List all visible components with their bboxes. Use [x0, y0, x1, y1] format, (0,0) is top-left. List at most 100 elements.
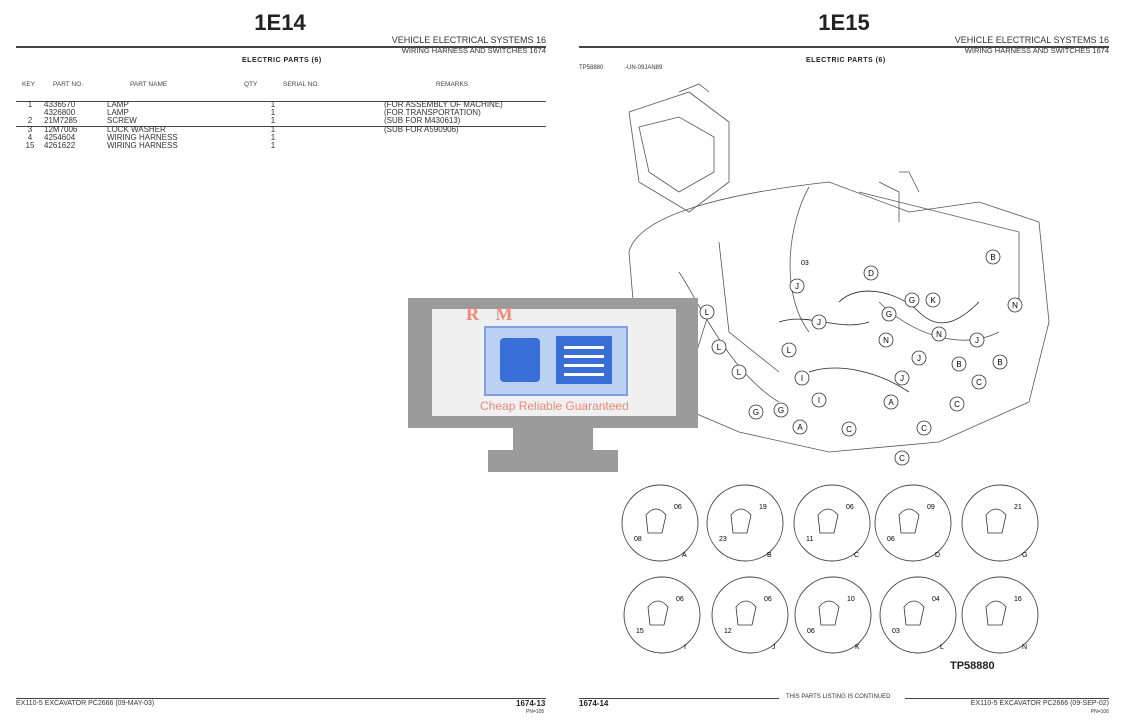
cell-remarks: (SUB FOR A590906)	[384, 124, 459, 134]
cell-serial	[304, 126, 384, 134]
cell-qty: 1	[270, 124, 276, 134]
svg-text:N: N	[936, 330, 942, 339]
right-page-title: 1E15	[818, 10, 870, 35]
cell-key: 1	[27, 100, 33, 109]
cell-key: 4	[27, 132, 33, 142]
col-key: KEY	[22, 81, 36, 88]
figure-label: TP58880	[950, 660, 995, 672]
detail-view-L: L 04 03	[879, 576, 957, 654]
svg-text:N: N	[1012, 301, 1018, 310]
svg-text:J: J	[795, 282, 799, 291]
svg-text:06: 06	[676, 596, 684, 603]
svg-text:03: 03	[892, 628, 900, 635]
callout-G: G	[773, 402, 789, 418]
right-section-title: ELECTRIC PARTS (6)	[806, 57, 886, 64]
svg-text:C: C	[846, 425, 852, 434]
callout-L: L	[731, 364, 747, 380]
left-header-subsection: WIRING HARNESS AND SWITCHES 1674	[401, 46, 546, 55]
callout-L: L	[781, 342, 797, 358]
svg-text:K: K	[930, 296, 936, 305]
svg-text:06: 06	[674, 504, 682, 511]
continued-note: THIS PARTS LISTING IS CONTINUED	[786, 694, 891, 700]
cell-key: 3	[27, 124, 33, 134]
svg-text:B: B	[956, 360, 961, 369]
svg-text:J: J	[900, 374, 904, 383]
svg-text:16: 16	[1014, 596, 1022, 603]
svg-text:09: 09	[927, 504, 935, 511]
callout-N: N	[878, 332, 894, 348]
svg-text:G: G	[753, 408, 759, 417]
cell-remarks: (SUB FOR M430613)	[384, 116, 461, 126]
svg-text:N: N	[883, 336, 889, 345]
cell-serial	[304, 134, 384, 142]
right-footer-model: EX110-5 EXCAVATOR PC2666 (09-SEP-02)	[970, 700, 1109, 707]
cell-part-no: 4326800	[44, 108, 76, 118]
right-header-section: VEHICLE ELECTRICAL SYSTEMS 16	[954, 35, 1109, 45]
svg-text:B: B	[997, 358, 1002, 367]
svg-text:06: 06	[887, 536, 895, 543]
svg-text:C: C	[854, 552, 859, 559]
callout-I: I	[811, 392, 827, 408]
callout-C: C	[841, 421, 857, 437]
svg-text:D: D	[868, 269, 874, 278]
svg-text:C: C	[976, 378, 982, 387]
cell-part-no: 21M7285	[44, 116, 78, 126]
cell-serial	[304, 142, 384, 150]
col-part-name: PART NAME	[130, 81, 168, 88]
callout-A: A	[883, 394, 899, 410]
cell-serial	[304, 109, 384, 117]
svg-text:I: I	[684, 644, 686, 651]
cell-qty: 1	[270, 141, 276, 151]
watermark-base	[488, 450, 618, 472]
watermark-logo-text: R M	[466, 304, 519, 324]
detail-view-G: G21	[961, 484, 1039, 562]
cell-name: LAMP	[107, 108, 129, 118]
figure-date: -UN-09JAN89	[625, 65, 663, 71]
cell-remarks: (FOR TRANSPORTATION)	[384, 108, 481, 118]
left-footer-page: 1674-13	[516, 699, 546, 708]
cell-remarks	[384, 142, 584, 150]
svg-text:J: J	[917, 354, 921, 363]
svg-text:L: L	[705, 308, 710, 317]
svg-text:K: K	[855, 644, 860, 651]
callout-J: J	[811, 314, 827, 330]
callout-L: L	[711, 339, 727, 355]
cell-name: WIRING HARNESS	[107, 141, 178, 151]
svg-text:L: L	[940, 644, 944, 651]
cell-remarks	[384, 134, 584, 142]
svg-text:11: 11	[806, 536, 813, 543]
cell-serial	[304, 117, 384, 125]
callout-J: J	[969, 332, 985, 348]
watermark-logo-icon	[484, 326, 628, 396]
left-footer-pn: PN=105	[526, 709, 545, 715]
cell-part-no: 4261622	[44, 141, 76, 151]
svg-text:04: 04	[932, 596, 940, 603]
svg-text:L: L	[787, 346, 792, 355]
callout-C: C	[916, 420, 932, 436]
watermark-stand	[513, 428, 593, 450]
cell-name: SCREW	[107, 116, 137, 126]
left-section-title: ELECTRIC PARTS (6)	[242, 57, 322, 64]
cell-qty: 1	[270, 100, 276, 109]
svg-text:B: B	[767, 552, 772, 559]
callout-D: D	[863, 265, 879, 281]
col-remarks: REMARKS	[436, 81, 469, 88]
cell-name: WIRING HARNESS	[107, 132, 178, 142]
callout-G: G	[748, 404, 764, 420]
svg-text:C: C	[921, 424, 927, 433]
svg-text:C: C	[954, 400, 960, 409]
cell-qty: 1	[270, 116, 276, 126]
callout-B: B	[985, 249, 1001, 265]
